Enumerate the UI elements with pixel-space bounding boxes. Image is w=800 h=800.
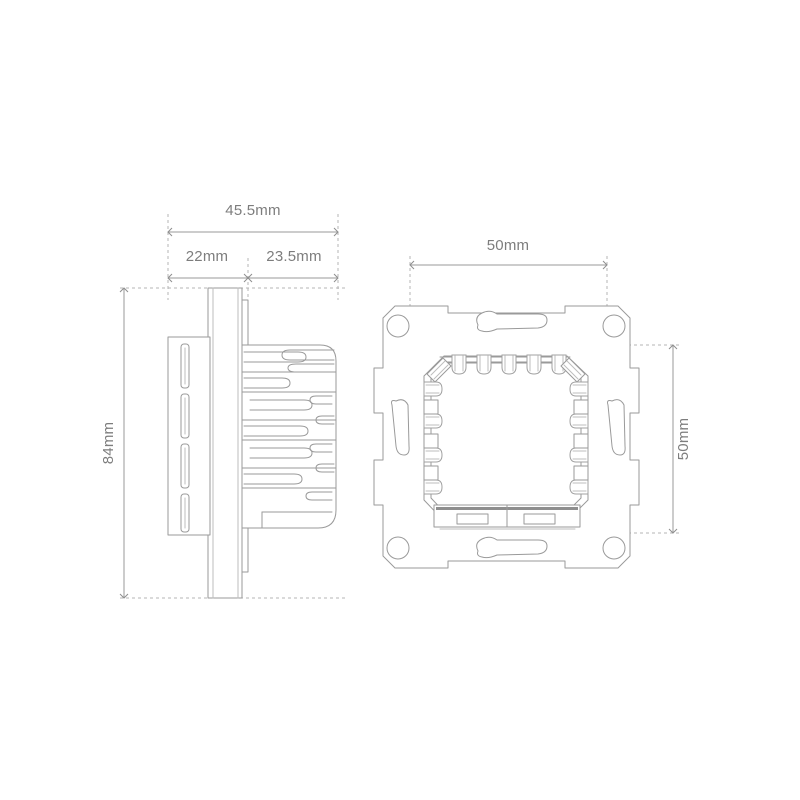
frame-height-arrow-top [668, 344, 678, 350]
side-terminal [423, 381, 443, 397]
front-view: 50mm 50mm [373, 237, 692, 569]
overall-depth-arrow-left [167, 227, 173, 237]
dimension-overall-height: 84mm [100, 287, 129, 599]
corner-terminal-top-left [426, 357, 452, 383]
claw-slot-right [607, 399, 626, 456]
dimension-frame-width: 50mm [409, 237, 608, 270]
side-terminal-body [569, 381, 589, 397]
side-terminal-body [423, 381, 443, 397]
module-body-octagon-outer [423, 355, 589, 522]
claw-slot-bottom [476, 536, 548, 559]
terminal-retainer [423, 399, 439, 415]
corner-terminal-body [560, 357, 586, 383]
side-terminal [569, 447, 589, 463]
terminal-retainer [423, 433, 439, 449]
side-terminal-body [569, 479, 589, 495]
terminal-screw-body [476, 354, 492, 375]
faceplate-depth-label: 22mm [186, 248, 228, 265]
terminal-retainer [573, 433, 589, 449]
side-terminal [569, 381, 589, 397]
module-fin-slot [250, 448, 312, 458]
body-depth-arrow-left [247, 273, 253, 283]
module-fin-slot-right [310, 444, 332, 452]
corner-terminal-groove [563, 364, 579, 380]
side-terminal-body [423, 479, 443, 495]
module-fin-slot [244, 426, 308, 436]
corner-screw-hole [386, 314, 410, 338]
side-terminal-body [569, 413, 589, 429]
module-fin-slot [244, 378, 290, 388]
faceplate [207, 287, 243, 599]
corner-screw-hole [602, 536, 626, 560]
faceplate-depth-arrow-left [167, 273, 173, 283]
side-terminal [423, 447, 443, 463]
side-terminal [569, 479, 589, 495]
terminal-screw-body [451, 354, 467, 375]
corner-terminal-groove [566, 360, 582, 376]
module-fin-slot-right [288, 364, 334, 372]
terminal-retainer [423, 465, 439, 481]
module-body-bottom-tab [242, 528, 248, 572]
terminal-screw [501, 354, 517, 375]
side-terminal-body [569, 447, 589, 463]
module-fin-slot-right [306, 492, 332, 500]
overall-height-arrow-bottom [119, 593, 129, 599]
terminal-retainer [573, 399, 589, 415]
side-terminal [569, 413, 589, 429]
frame-width-arrow-right [602, 260, 608, 270]
frame-height-label: 50mm [675, 418, 692, 460]
side-terminal-body [423, 413, 443, 429]
corner-terminal-groove [433, 364, 449, 380]
claw-slot-top [476, 310, 548, 333]
right-side-terminals [569, 381, 589, 495]
frame-height-arrow-bottom [668, 528, 678, 534]
corner-terminal-top-right [560, 357, 586, 383]
module-fin-slot-right [310, 396, 332, 404]
bottom-terminal-bar [433, 504, 581, 530]
module-body-top-tab [242, 300, 248, 345]
body-depth-arrow-right [333, 273, 339, 283]
module-fin-slot [250, 400, 312, 410]
overall-height-arrow-top [119, 287, 129, 293]
module-fin-slot [244, 352, 306, 362]
overall-depth-label: 45.5mm [225, 202, 280, 219]
side-terminal [423, 479, 443, 495]
side-view: 45.5mm 22mm 23.5mm 84mm [100, 202, 345, 599]
corner-screw-hole [602, 314, 626, 338]
terminal-retainer [573, 465, 589, 481]
terminal-screw-body [526, 354, 542, 375]
claw-slot-left [391, 399, 410, 456]
terminal-screw [526, 354, 542, 375]
terminal-screw [451, 354, 467, 375]
bottom-window [456, 513, 489, 525]
side-terminal-body [423, 447, 443, 463]
corner-screw-hole [386, 536, 410, 560]
corner-terminal-groove [430, 360, 446, 376]
dimension-frame-height: 50mm [668, 344, 692, 534]
module-fin-slot-right [316, 416, 334, 424]
frame-width-arrow-left [409, 260, 415, 270]
overall-height-label: 84mm [100, 422, 117, 464]
faceplate-body [207, 287, 243, 599]
side-terminal [423, 413, 443, 429]
overall-depth-arrow-right [333, 227, 339, 237]
corner-terminal-blocks [426, 357, 586, 383]
terminal-screw [476, 354, 492, 375]
dimension-body-depth: 23.5mm [247, 248, 339, 283]
module-fin-slot-right [316, 464, 334, 472]
body-depth-label: 23.5mm [266, 248, 321, 265]
side-view-extension-lines [120, 214, 345, 599]
faceplate-recess [167, 336, 211, 536]
corner-terminal-body [426, 357, 452, 383]
frame-width-label: 50mm [487, 237, 529, 254]
dimension-overall-depth: 45.5mm [167, 202, 339, 237]
module-body-side [241, 300, 337, 572]
left-side-terminals [423, 381, 443, 495]
terminal-screw-body [501, 354, 517, 375]
bottom-window [523, 513, 556, 525]
module-fin-slot [244, 474, 302, 484]
module-fin-slot-right [282, 350, 334, 360]
module-body-front [423, 355, 589, 522]
